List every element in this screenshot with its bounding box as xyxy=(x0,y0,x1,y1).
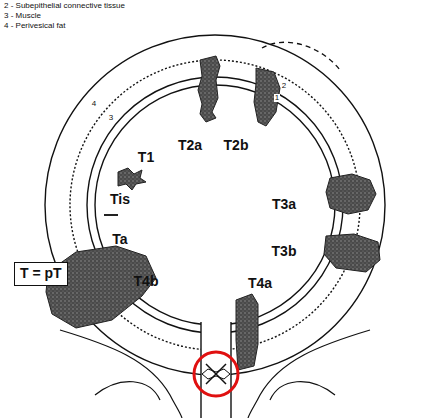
prostate-shape xyxy=(202,369,230,379)
node-text: T = pT xyxy=(20,266,62,281)
layer-key: 3 xyxy=(108,114,114,123)
layer-key: 3 - Muscle xyxy=(4,12,41,21)
pelvic-curve xyxy=(95,382,160,400)
stage-label: T2b xyxy=(224,138,249,153)
stage-label: T3b xyxy=(272,244,297,259)
tumour-t3a xyxy=(326,174,376,214)
layer-key: 4 xyxy=(91,100,97,109)
layer-key: 2 - Subepithelial connective tissue xyxy=(4,2,125,11)
urethra-wall xyxy=(230,322,231,418)
tumour-t4a xyxy=(236,294,258,370)
layer-key: 1 xyxy=(274,94,280,103)
tumour-t1 xyxy=(118,168,146,190)
t2b-extent-arc xyxy=(262,42,340,70)
urethra-wall xyxy=(200,322,201,418)
stage-label: T4b xyxy=(134,274,159,289)
pelvic-outline xyxy=(60,330,370,418)
red-circle xyxy=(194,352,238,396)
stage-label: T1 xyxy=(138,150,154,165)
cross-mark xyxy=(206,364,226,384)
urethra-gap xyxy=(201,320,231,380)
prostate-symbol xyxy=(194,352,238,396)
pelvic-curve xyxy=(60,330,182,418)
tumour-t3b xyxy=(324,234,380,272)
tumours xyxy=(46,42,380,370)
stage-label: T2a xyxy=(178,138,202,153)
definition-box: T = pT xyxy=(14,262,68,286)
stage-label: Tis xyxy=(110,192,130,207)
stage-label: T4a xyxy=(248,276,272,291)
stage-label: Ta xyxy=(112,232,127,247)
stage-label: T3a xyxy=(272,197,296,212)
tumour-tis xyxy=(104,214,118,216)
tumour-t2b xyxy=(254,68,280,126)
pelvic-curve xyxy=(248,330,370,418)
pelvic-curve xyxy=(270,382,335,400)
tumour-t2a xyxy=(198,56,220,122)
layer-key: 4 - Perivesical fat xyxy=(4,22,65,31)
urethra xyxy=(201,322,231,418)
layer-key: 2 xyxy=(281,82,287,91)
